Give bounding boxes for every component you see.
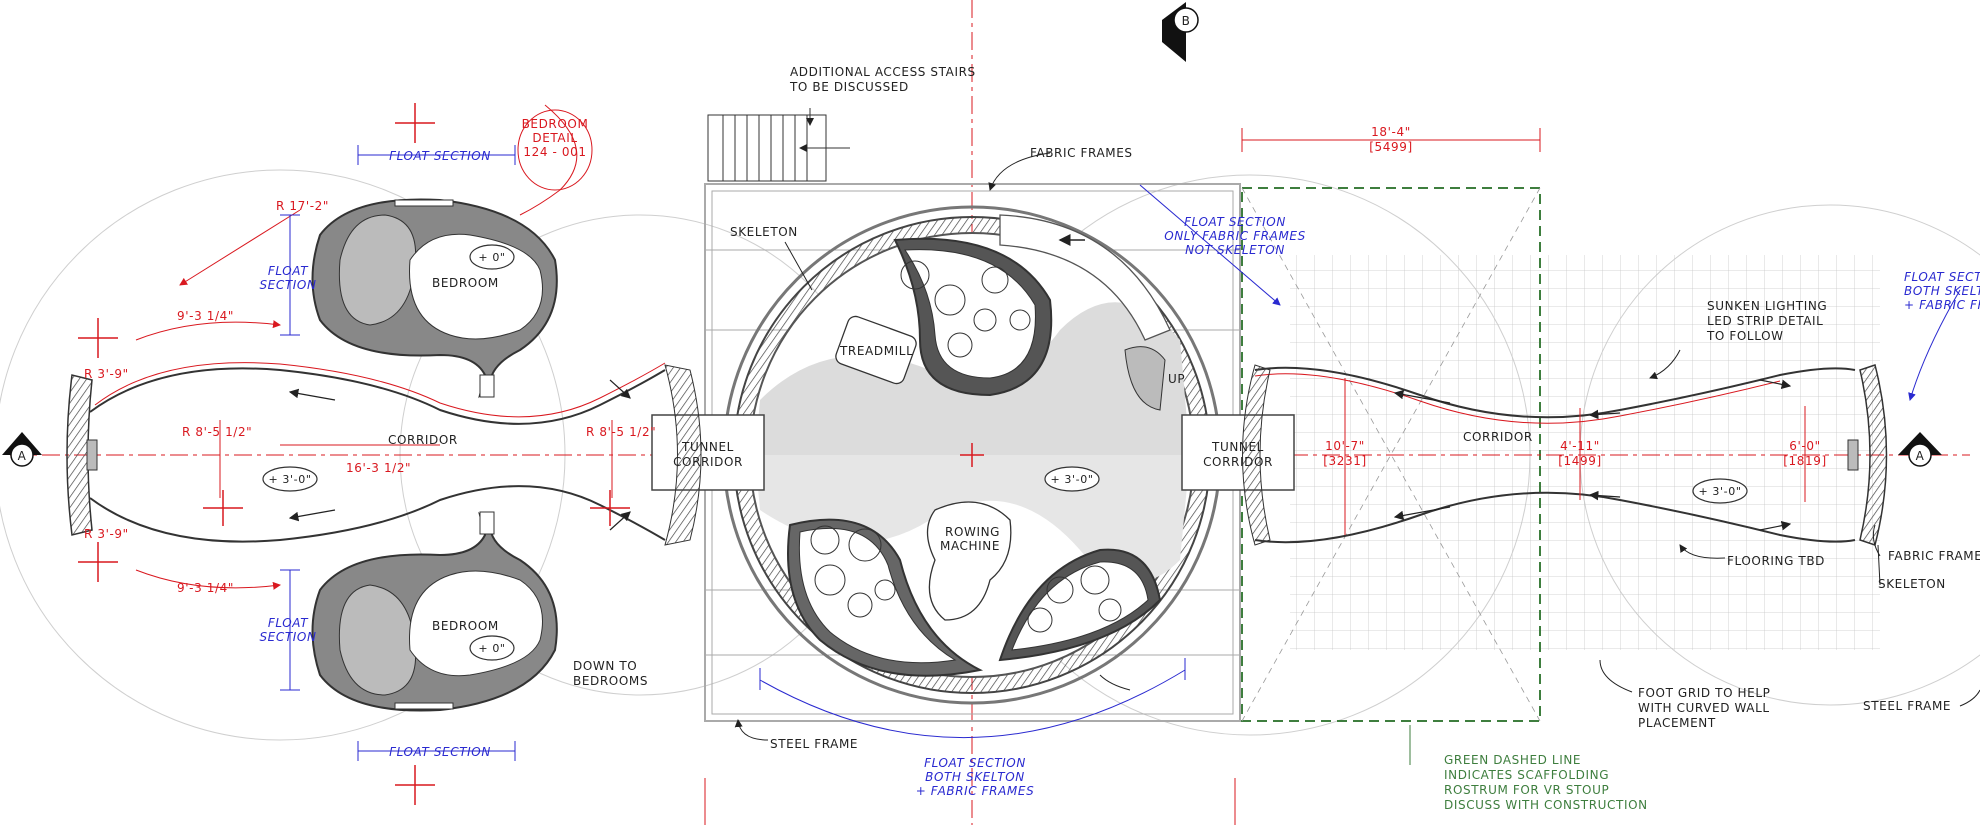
bedroom-detail-line3: 124 - 001	[523, 145, 586, 159]
corridor-right-label: CORRIDOR	[1463, 430, 1533, 444]
bedroom-detail-line2: DETAIL	[532, 131, 577, 145]
float-both-right-line1: FLOAT SECTION	[1904, 270, 1980, 284]
skeleton-label: SKELETON	[730, 225, 798, 239]
level-corridor-left: + 3'-0"	[269, 473, 312, 486]
scaffold-diagonals	[1241, 187, 1541, 722]
green-note-line2: INDICATES SCAFFOLDING	[1444, 768, 1609, 782]
marker-top-label: B	[1182, 14, 1191, 28]
foot-grid-line1: FOOT GRID TO HELP	[1638, 686, 1771, 700]
green-note-line1: GREEN DASHED LINE	[1444, 753, 1581, 767]
span-16-3: 16'-3 1/2"	[346, 461, 411, 475]
section-marker-left	[2, 432, 42, 467]
dim-10-7-line2: [3231]	[1323, 454, 1367, 468]
fabric-frames-right: FABRIC FRAMES	[1888, 549, 1980, 563]
dim-10-7-line1: 10'-7"	[1325, 439, 1365, 453]
tunnel-right-line2: CORRIDOR	[1203, 455, 1273, 469]
float-side-bottom-line2: SECTION	[259, 630, 316, 644]
dim-6-0-line1: 6'-0"	[1789, 439, 1820, 453]
left-corridor	[89, 362, 666, 543]
bedroom-top-label: BEDROOM	[432, 276, 499, 290]
tunnel-corridor-left	[651, 414, 765, 491]
right-corridor	[1254, 366, 1856, 544]
float-both-right-line2: BOTH SKELTON	[1904, 284, 1980, 298]
span-9-3-top: 9'-3 1/4"	[177, 309, 234, 323]
bedroom-bottom	[311, 511, 558, 712]
left-end-cap	[66, 374, 98, 536]
float-side-top-line2: SECTION	[259, 278, 316, 292]
radius-3-9-top: R 3'-9"	[84, 367, 129, 381]
float-side-bottom-line1: FLOAT	[268, 616, 309, 630]
rowing-machine-line1: ROWING	[945, 525, 1000, 539]
float-fabric-only-line1: FLOAT SECTION	[1184, 215, 1286, 229]
treadmill-label: TREADMILL	[839, 344, 913, 358]
blue-float-dims	[280, 145, 1961, 761]
red-dimensions	[135, 104, 1806, 590]
rowing-machine-line2: MACHINE	[940, 539, 1000, 553]
tunnel-right-line1: TUNNEL	[1211, 440, 1264, 454]
float-fabric-only-line3: NOT SKELETON	[1185, 243, 1285, 257]
bedroom-bottom-label: BEDROOM	[432, 619, 499, 633]
level-bedroom-top: + 0"	[478, 251, 505, 264]
float-fabric-only-line2: ONLY FABRIC FRAMES	[1164, 229, 1306, 243]
tunnel-corridor-right	[1181, 414, 1295, 491]
stairs-note-line1: ADDITIONAL ACCESS STAIRS	[790, 65, 976, 79]
dim-4-11-line1: 4'-11"	[1560, 439, 1600, 453]
dim-18-4-line1: 18'-4"	[1371, 125, 1411, 139]
sunken-lighting-line2: LED STRIP DETAIL	[1707, 314, 1823, 328]
float-both-bottom-line1: FLOAT SECTION	[924, 756, 1026, 770]
sunken-lighting-line1: SUNKEN LIGHTING	[1707, 299, 1827, 313]
down-to-bedrooms-line2: BEDROOMS	[573, 674, 648, 688]
flooring-tbd: FLOORING TBD	[1727, 554, 1825, 568]
dim-4-11-line2: [1499]	[1558, 454, 1602, 468]
marker-left-label: A	[18, 449, 27, 463]
up-label: UP	[1168, 372, 1185, 386]
marker-right-label: A	[1916, 449, 1925, 463]
bedroom-detail-tag	[517, 109, 593, 191]
foot-grid	[1290, 255, 1880, 650]
level-center: + 3'-0"	[1051, 473, 1094, 486]
float-both-right-line3: + FABRIC FRAMES	[1904, 298, 1980, 312]
steel-frame-bottom: STEEL FRAME	[770, 737, 858, 751]
level-bedroom-bottom: + 0"	[478, 642, 505, 655]
float-section-bottom: FLOAT SECTION	[389, 745, 491, 759]
green-note-line4: DISCUSS WITH CONSTRUCTION	[1444, 798, 1648, 812]
float-both-bottom-line2: BOTH SKELTON	[925, 770, 1025, 784]
radius-17-2: R 17'-2"	[276, 199, 329, 213]
right-corridor-cap-left	[1242, 364, 1271, 546]
level-corridor-right: + 3'-0"	[1699, 485, 1742, 498]
float-both-bottom-line3: + FABRIC FRAMES	[916, 784, 1035, 798]
float-side-top-line1: FLOAT	[268, 264, 309, 278]
foot-grid-line3: PLACEMENT	[1638, 716, 1716, 730]
dim-18-4-line2: [5499]	[1369, 140, 1413, 154]
skeleton-right: SKELETON	[1878, 577, 1946, 591]
radius-8-5-right: R 8'-5 1/2"	[586, 425, 656, 439]
bedroom-detail-line1: BEDROOM	[522, 117, 589, 131]
red-center-marks	[78, 103, 630, 805]
section-marker-right	[1898, 432, 1942, 467]
dim-6-0-line2: [1819]	[1783, 454, 1827, 468]
stairs-note-line2: TO BE DISCUSSED	[789, 80, 909, 94]
fabric-frames-top: FABRIC FRAMES	[1030, 146, 1133, 160]
bedroom-top	[311, 198, 558, 399]
down-to-bedrooms-line1: DOWN TO	[573, 659, 637, 673]
corridor-left-label: CORRIDOR	[388, 433, 458, 447]
sunken-lighting-line3: TO FOLLOW	[1706, 329, 1784, 343]
section-marker-top	[1162, 2, 1199, 62]
leader-lines	[734, 152, 1980, 765]
steel-frame-right: STEEL FRAME	[1863, 699, 1951, 713]
radius-3-9-bottom: R 3'-9"	[84, 527, 129, 541]
level-tags	[262, 244, 1748, 661]
foot-grid-line2: WITH CURVED WALL	[1638, 701, 1770, 715]
float-section-top: FLOAT SECTION	[389, 149, 491, 163]
tunnel-left-line1: TUNNEL	[681, 440, 734, 454]
left-corridor-cap	[664, 364, 702, 546]
green-note-line3: ROSTRUM FOR VR STOUP	[1444, 783, 1609, 797]
flow-arrows	[288, 379, 1792, 531]
tunnel-left-line2: CORRIDOR	[673, 455, 743, 469]
radius-8-5-left: R 8'-5 1/2"	[182, 425, 252, 439]
span-9-3-bottom: 9'-3 1/4"	[177, 581, 234, 595]
central-pod	[722, 205, 1222, 705]
access-stairs	[707, 108, 850, 182]
